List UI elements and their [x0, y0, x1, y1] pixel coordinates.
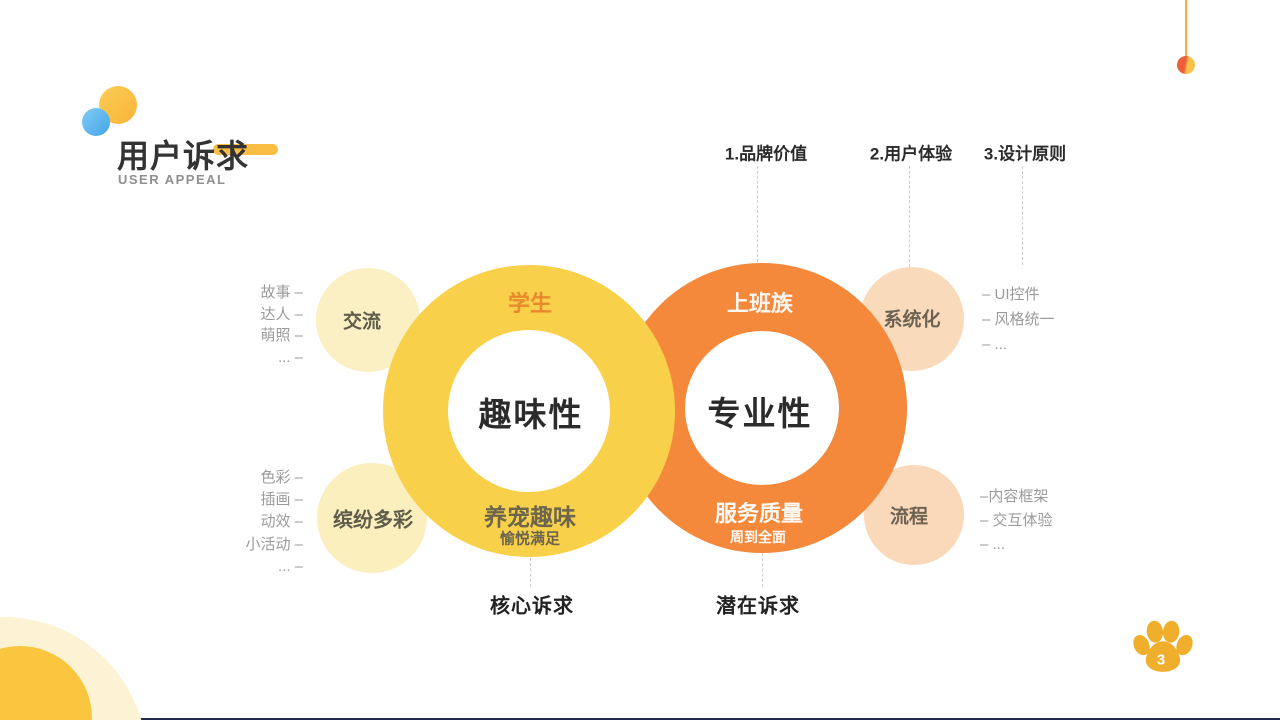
list-item: 故事 –: [260, 284, 303, 301]
page-subtitle: USER APPEAL: [118, 172, 227, 187]
legend-user-experience: 2.用户体验: [869, 144, 953, 164]
list-item: – ...: [980, 536, 1006, 553]
label-potential-appeal: 潜在诉求: [716, 595, 800, 618]
list-item: 插画 –: [260, 491, 303, 509]
list-process-items: –内容框架 – 交互体验 – ...: [980, 485, 1053, 557]
label-core-appeal: 核心诉求: [490, 595, 574, 618]
label-fun: 趣味性: [478, 396, 584, 433]
dashed-line-user-experience: [909, 166, 910, 267]
list-colorful-items: 色彩 – 插画 – 动效 – 小活动 – ... –: [205, 467, 303, 578]
list-item: 色彩 –: [260, 469, 303, 486]
logo-blue-circle: [82, 108, 110, 136]
list-item: – 风格统一: [982, 311, 1055, 328]
label-professionalism: 专业性: [707, 395, 813, 432]
page-number: 3: [1156, 651, 1166, 669]
list-item: 达人 –: [260, 305, 303, 323]
list-item: ... –: [277, 348, 303, 366]
satellite-label-colorful: 缤纷多彩: [333, 509, 413, 532]
list-item: – UI控件: [982, 286, 1040, 303]
list-item: –内容框架: [980, 488, 1049, 505]
list-item: 萌照 –: [260, 327, 303, 344]
list-systematic-items: – UI控件 – 风格统一 – ...: [982, 282, 1055, 357]
dashed-line-potential-appeal: [762, 553, 763, 587]
legend-design-principle: 3.设计原则: [983, 144, 1067, 164]
dashed-line-core-appeal: [530, 558, 531, 587]
page-title: 用户诉求: [117, 138, 250, 174]
bottom-navy-line: [0, 718, 1280, 720]
label-thoughtful-comprehensive: 周到全面: [730, 529, 786, 545]
satellite-label-systematic: 系统化: [883, 309, 941, 331]
dashed-line-design-principle: [1022, 166, 1023, 265]
list-item: 小活动 –: [245, 535, 303, 553]
label-pet-fun: 养宠趣味: [484, 504, 576, 530]
label-office-workers: 上班族: [726, 291, 794, 316]
hanging-ball: [1177, 56, 1195, 74]
satellite-label-communication: 交流: [342, 311, 382, 333]
hanging-line: [1185, 0, 1187, 57]
list-item: 动效 –: [260, 513, 303, 531]
paw-icon: [1133, 620, 1193, 672]
legend-brand-value: 1.品牌价值: [724, 144, 808, 164]
label-students: 学生: [507, 291, 553, 316]
label-service-quality: 服务质量: [714, 501, 804, 526]
dashed-line-brand-value: [757, 166, 758, 262]
list-communication-items: 故事 – 达人 – 萌照 – ... –: [215, 282, 303, 368]
list-item: – ...: [982, 336, 1008, 353]
label-pleasure-satisfaction: 愉悦满足: [499, 530, 561, 548]
list-item: – 交互体验: [980, 512, 1053, 529]
satellite-label-process: 流程: [889, 506, 929, 528]
title-accent-bar: [213, 144, 278, 155]
list-item: ... –: [277, 557, 303, 575]
